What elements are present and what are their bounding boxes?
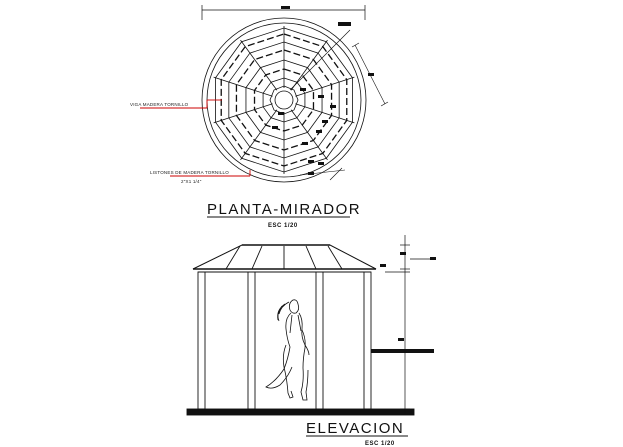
elevation-title: ELEVACION — [306, 420, 404, 437]
slats-size-label: 2"X1 1/4" — [181, 179, 202, 184]
plan-dim-tag — [318, 162, 324, 165]
elevation-roof — [192, 244, 377, 270]
human-figure — [265, 299, 310, 401]
plan-rib — [290, 109, 328, 161]
column-left — [197, 271, 206, 410]
plan-rib — [213, 103, 273, 124]
plan-hub — [269, 85, 299, 115]
slats-label: LISTONES DE MADERA TORNILLO — [150, 170, 229, 175]
elevation-scale: ESC 1/20 — [365, 441, 395, 447]
plan-view — [201, 5, 389, 183]
plan-dim-tag — [322, 120, 328, 123]
plan-title: PLANTA-MIRADOR — [207, 201, 361, 218]
elevation-floor — [186, 408, 415, 416]
plan-rib — [240, 109, 278, 161]
plan-rib — [295, 103, 355, 124]
plan-outer-circle — [201, 17, 367, 183]
plan-dim-tag — [316, 130, 322, 133]
plan-rib — [295, 76, 355, 97]
elevation-view — [186, 235, 436, 416]
plan-dim-tag — [318, 95, 324, 98]
plan-scale: ESC 1/20 — [268, 223, 298, 229]
plan-dim-tag — [302, 142, 308, 145]
plan-dim-tag — [278, 112, 284, 115]
plan-dim-tag — [308, 160, 314, 163]
plan-dim-tag — [272, 126, 278, 129]
plan-rib — [290, 39, 328, 91]
plan-dim-tag — [300, 88, 306, 91]
slats-callout: LISTONES DE MADERA TORNILLO 2"X1 1/4" — [150, 170, 251, 184]
plan-rib — [240, 39, 278, 91]
plan-rib — [213, 76, 273, 97]
plan-dim-tag — [330, 105, 336, 108]
beam-callout: VIGA MADERA TORNILLO — [130, 99, 222, 109]
column-right — [363, 271, 372, 410]
beam-label: VIGA MADERA TORNILLO — [130, 102, 189, 107]
